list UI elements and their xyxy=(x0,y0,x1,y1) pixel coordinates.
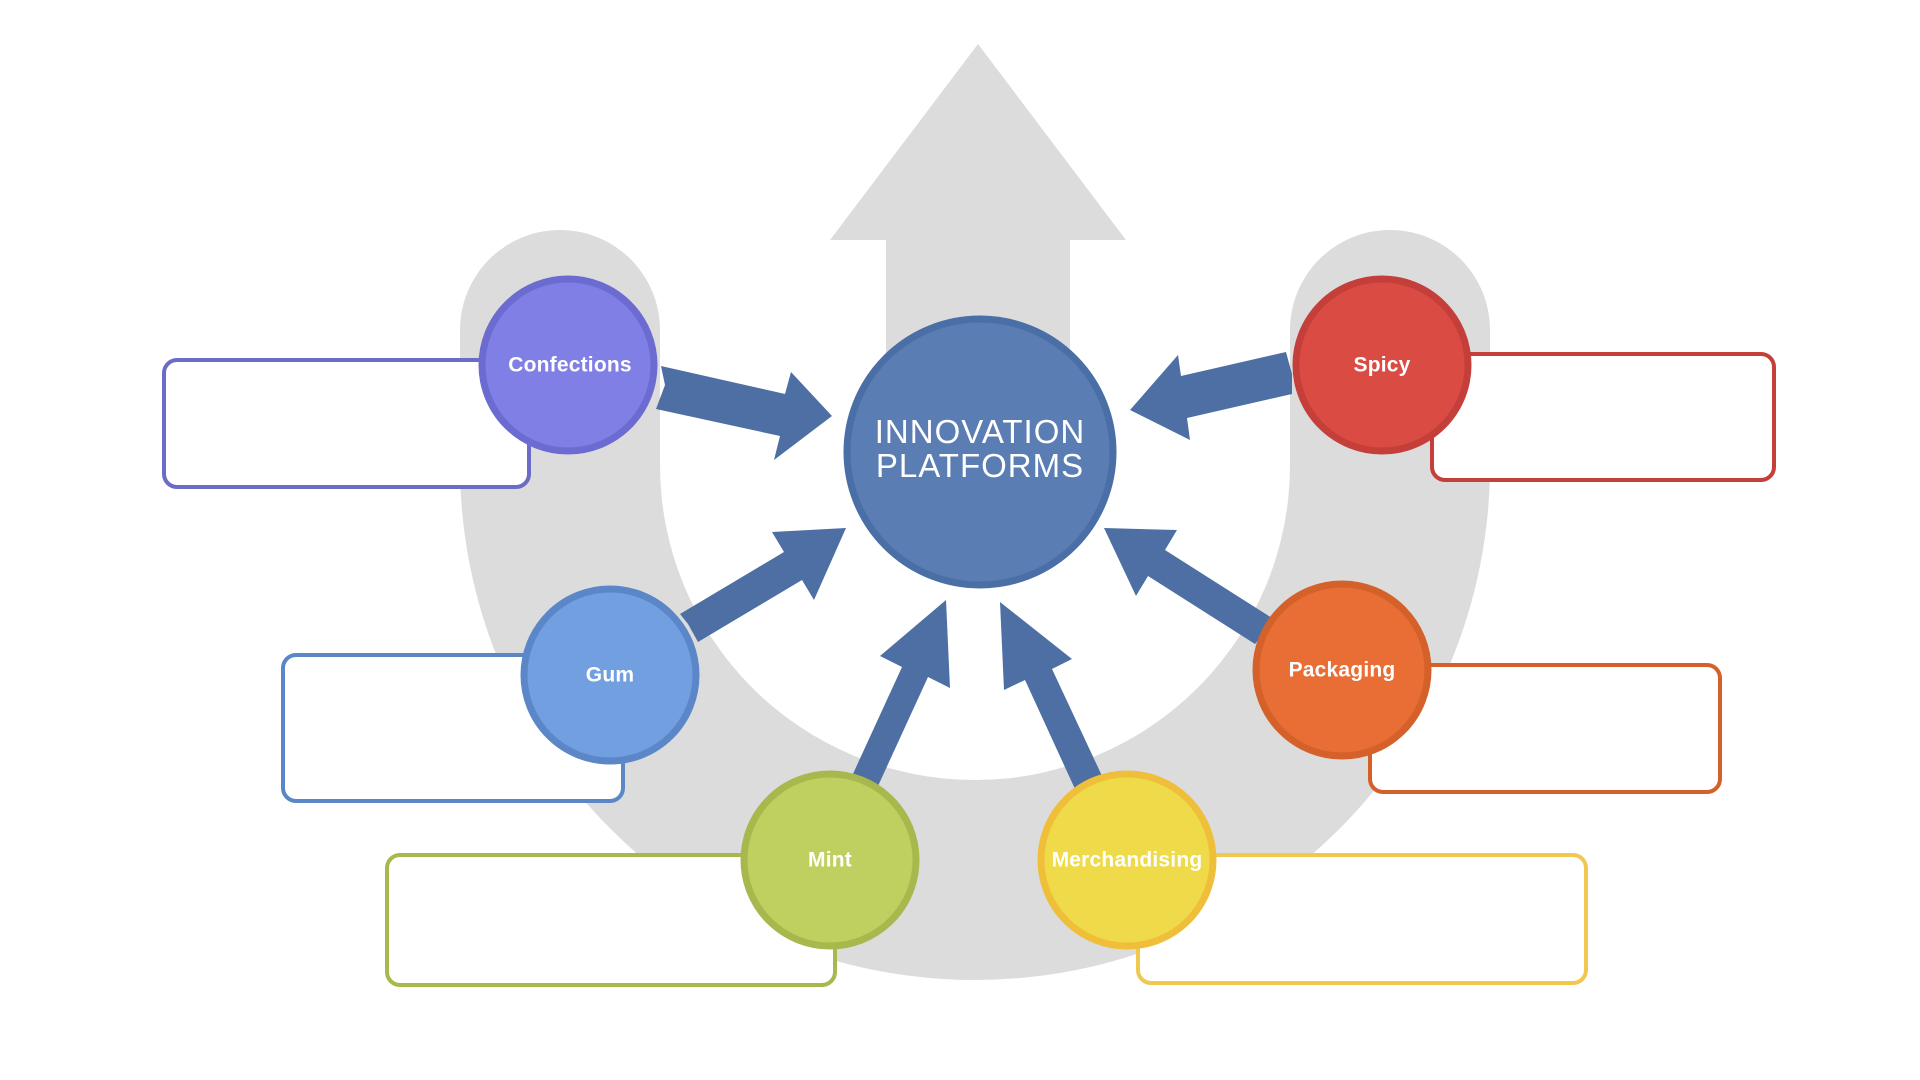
merchandising-label: Merchandising xyxy=(1052,849,1203,872)
node-spicy[interactable]: Spicy xyxy=(1292,275,1472,455)
merchandising-circle xyxy=(1037,770,1217,950)
mint-circle xyxy=(740,770,920,950)
gum-circle xyxy=(520,585,700,765)
arrow-merchandising xyxy=(1000,602,1103,789)
backdrop-up-arrow xyxy=(830,44,1126,400)
gum-label: Gum xyxy=(586,664,634,687)
arrow-spicy xyxy=(1130,352,1292,440)
backdrop-u-shape xyxy=(460,230,1490,980)
node-merchandising[interactable]: Merchandising xyxy=(1037,770,1217,950)
spicy-label: Spicy xyxy=(1353,354,1410,377)
arrows xyxy=(656,352,1292,789)
satellite-nodes: Confections Gum Mint Merchandising Packa… xyxy=(478,275,1472,950)
arrow-confections xyxy=(656,366,832,460)
confections-label: Confections xyxy=(508,354,632,377)
node-mint[interactable]: Mint xyxy=(740,770,920,950)
node-confections[interactable]: Confections xyxy=(478,275,658,455)
spicy-text-box[interactable] xyxy=(1430,352,1776,482)
mint-label: Mint xyxy=(808,849,852,872)
center-label-line1: INNOVATION xyxy=(875,413,1085,450)
packaging-circle xyxy=(1252,580,1432,760)
center-circle xyxy=(843,315,1117,589)
confections-text-box[interactable] xyxy=(162,358,531,489)
node-gum[interactable]: Gum xyxy=(520,585,700,765)
arrow-mint xyxy=(852,600,950,786)
arrow-gum xyxy=(680,528,846,642)
backdrop-horseshoe xyxy=(460,44,1490,980)
node-packaging[interactable]: Packaging xyxy=(1252,580,1432,760)
center-node: INNOVATION PLATFORMS xyxy=(843,315,1117,589)
arrow-packaging xyxy=(1104,528,1272,644)
spicy-circle xyxy=(1292,275,1472,455)
packaging-label: Packaging xyxy=(1289,659,1396,682)
center-label-line2: PLATFORMS xyxy=(876,447,1084,484)
confections-circle xyxy=(478,275,658,455)
